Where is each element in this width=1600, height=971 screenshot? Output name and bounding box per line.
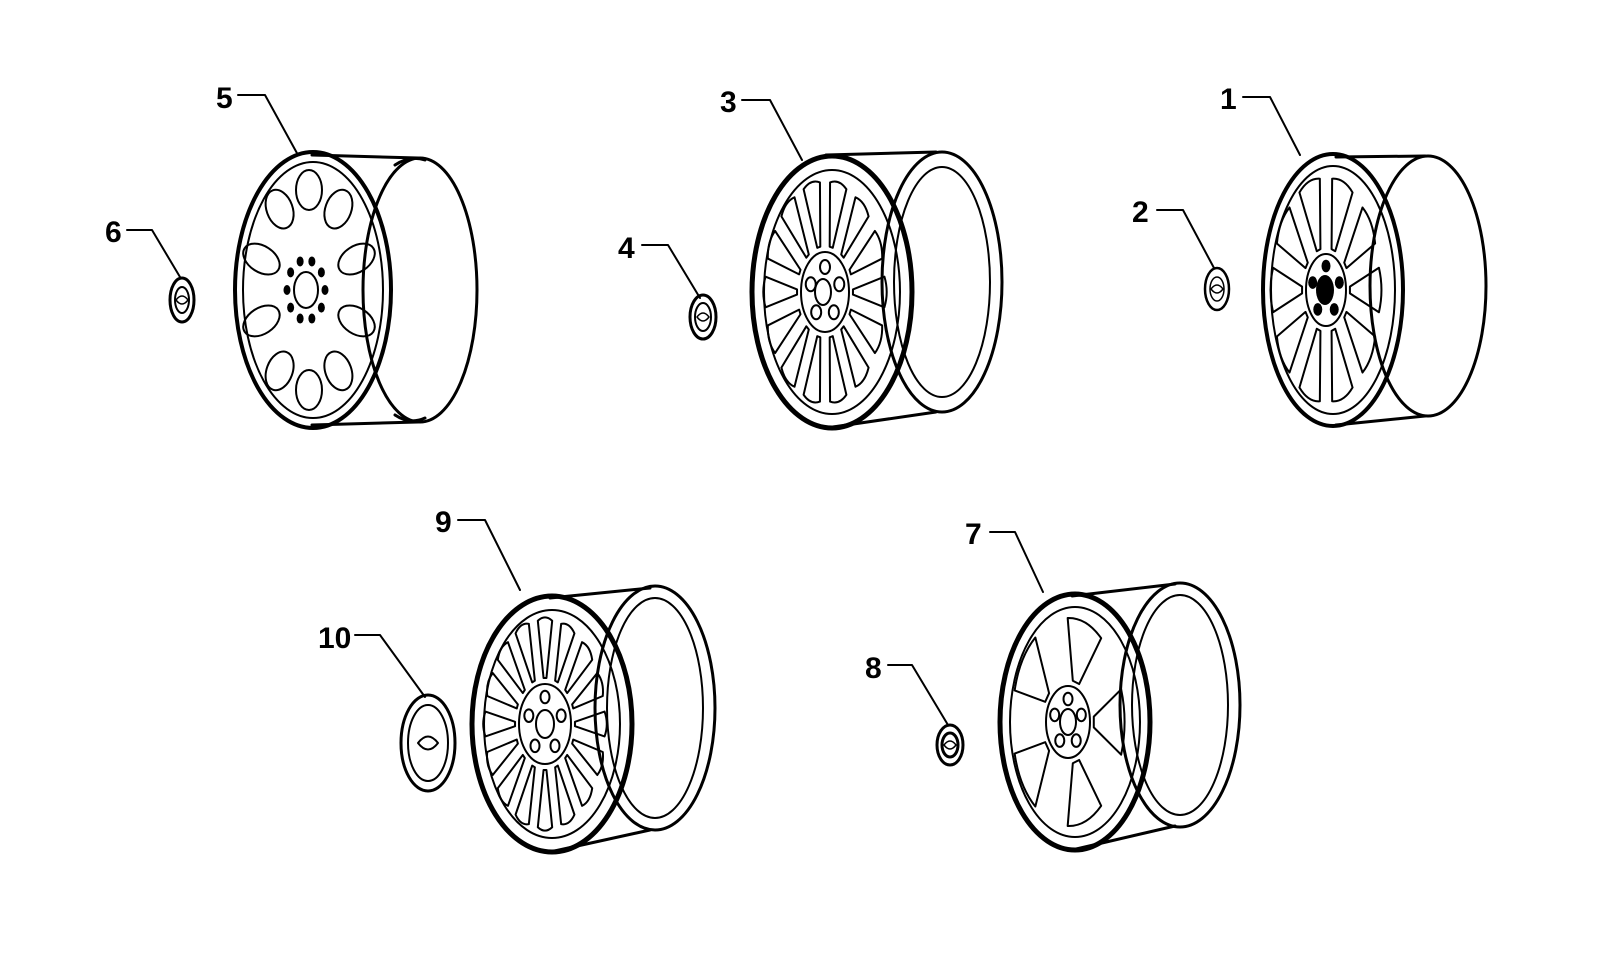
center-cap-part-2 xyxy=(1203,266,1231,312)
leader-line-3 xyxy=(741,99,803,161)
center-cap-part-10 xyxy=(399,693,457,793)
leader-line-6 xyxy=(126,229,181,278)
leader-line-9 xyxy=(457,519,521,591)
callout-label-9: 9 xyxy=(435,506,452,539)
callout-label-5: 5 xyxy=(216,82,233,115)
leader-lines xyxy=(126,94,1301,726)
wheel-part-9 xyxy=(469,584,717,855)
leader-line-2 xyxy=(1156,209,1215,269)
leader-line-5 xyxy=(237,94,299,156)
center-cap-part-6 xyxy=(168,276,196,324)
leader-line-7 xyxy=(989,531,1044,593)
callout-label-2: 2 xyxy=(1132,196,1149,229)
center-cap-part-4 xyxy=(688,293,718,341)
callout-label-6: 6 xyxy=(105,216,122,249)
leader-line-10 xyxy=(354,634,426,698)
callout-label-3: 3 xyxy=(720,86,737,119)
callout-label-10: 10 xyxy=(318,622,351,655)
wheel-part-5 xyxy=(233,150,479,430)
callout-labels: 5 6 3 4 1 2 9 10 7 8 xyxy=(105,82,1237,685)
leader-line-4 xyxy=(641,244,701,299)
center-cap-part-8 xyxy=(935,723,965,767)
wheel-part-3 xyxy=(749,150,1004,431)
callout-label-7: 7 xyxy=(965,518,982,551)
wheel-part-7 xyxy=(997,581,1242,853)
callout-label-1: 1 xyxy=(1220,83,1237,116)
leader-line-1 xyxy=(1242,96,1301,156)
callout-label-4: 4 xyxy=(618,232,635,265)
wheel-part-1 xyxy=(1261,152,1488,428)
callout-label-8: 8 xyxy=(865,652,882,685)
leader-line-8 xyxy=(887,664,949,726)
